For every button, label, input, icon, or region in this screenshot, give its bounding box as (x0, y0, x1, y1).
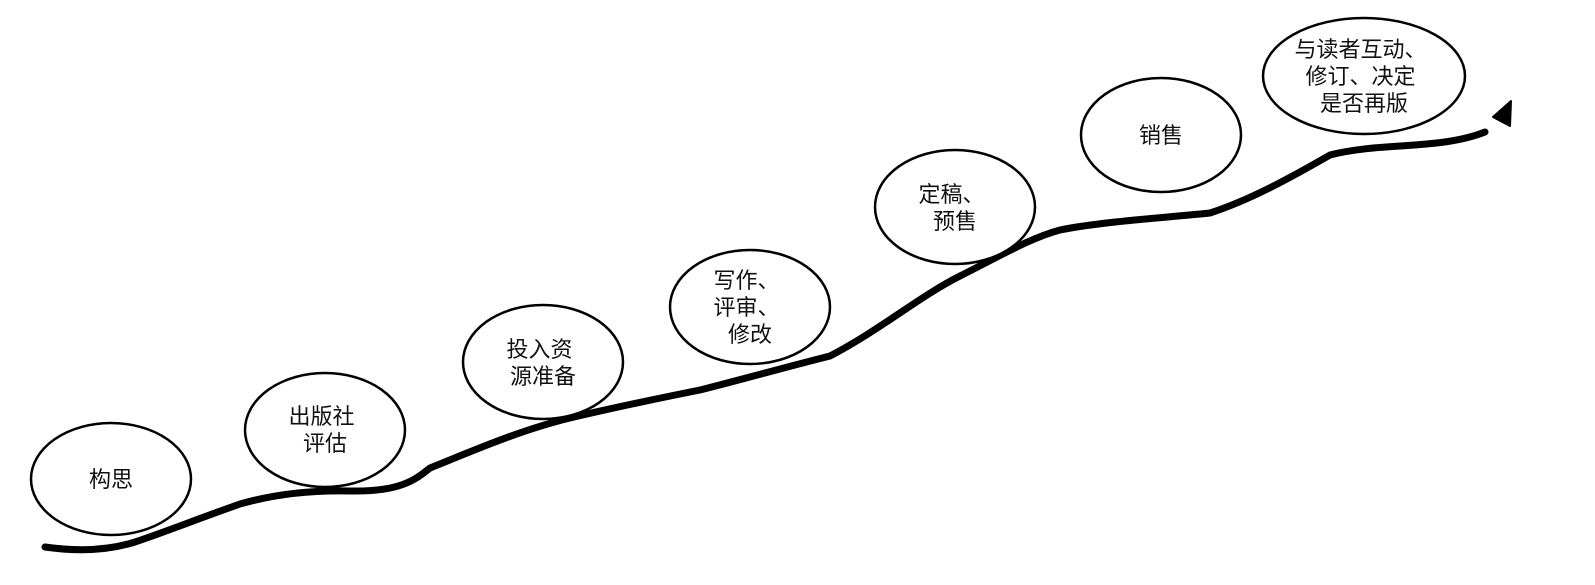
stage-bubble-4: 写作、 评审、 修改 (668, 248, 832, 366)
stage-ellipse (873, 148, 1037, 266)
stage-label: 与读者互动、 修订、决定 是否再版 (1294, 38, 1433, 117)
stage-label-line: 预售 (933, 210, 977, 235)
stage-label-line: 出版社 (288, 405, 354, 430)
progress-line (41, 128, 1489, 554)
stage-label-line: 修改 (728, 323, 772, 348)
stage-label-line: 定稿、 (918, 183, 984, 208)
stage-ellipse (243, 371, 407, 489)
stage-label-line: 销售 (1139, 124, 1183, 149)
stage-label-line: 与读者互动、 (1294, 38, 1426, 63)
stage-bubble-2: 出版社 评估 (243, 371, 407, 489)
stage-label-line: 评审、 (713, 296, 779, 321)
stage-label-line: 评估 (303, 432, 347, 457)
stage-label-line: 源准备 (510, 365, 576, 390)
stage-label-line: 修订、决定 (1305, 65, 1415, 90)
stage-label-line: 构思 (89, 468, 133, 493)
stage-ellipse (1079, 76, 1243, 194)
arrowhead-icon (1492, 100, 1512, 127)
stage-label: 投入资 源准备 (506, 338, 579, 390)
stage-bubble-1: 构思 (29, 421, 193, 537)
stage-ellipse (1261, 16, 1467, 136)
stage-label: 构思 (89, 468, 133, 493)
stage-bubble-3: 投入资 源准备 (461, 303, 625, 421)
stage-label-line: 写作、 (713, 269, 779, 294)
stage-bubble-5: 定稿、 预售 (873, 148, 1037, 266)
stage-ellipse (668, 248, 832, 366)
stage-ellipse (29, 421, 193, 537)
stage-label-line: 是否再版 (1320, 92, 1408, 117)
stage-label: 出版社 评估 (288, 405, 361, 457)
stage-bubble-7: 与读者互动、 修订、决定 是否再版 (1261, 16, 1467, 136)
stage-label: 定稿、 预售 (918, 183, 991, 235)
stage-label: 销售 (1139, 124, 1183, 149)
stage-label-line: 投入资 (506, 338, 572, 363)
stage-ellipse (461, 303, 625, 421)
stage-bubble-6: 销售 (1079, 76, 1243, 194)
stage-label: 写作、 评审、 修改 (713, 269, 786, 348)
